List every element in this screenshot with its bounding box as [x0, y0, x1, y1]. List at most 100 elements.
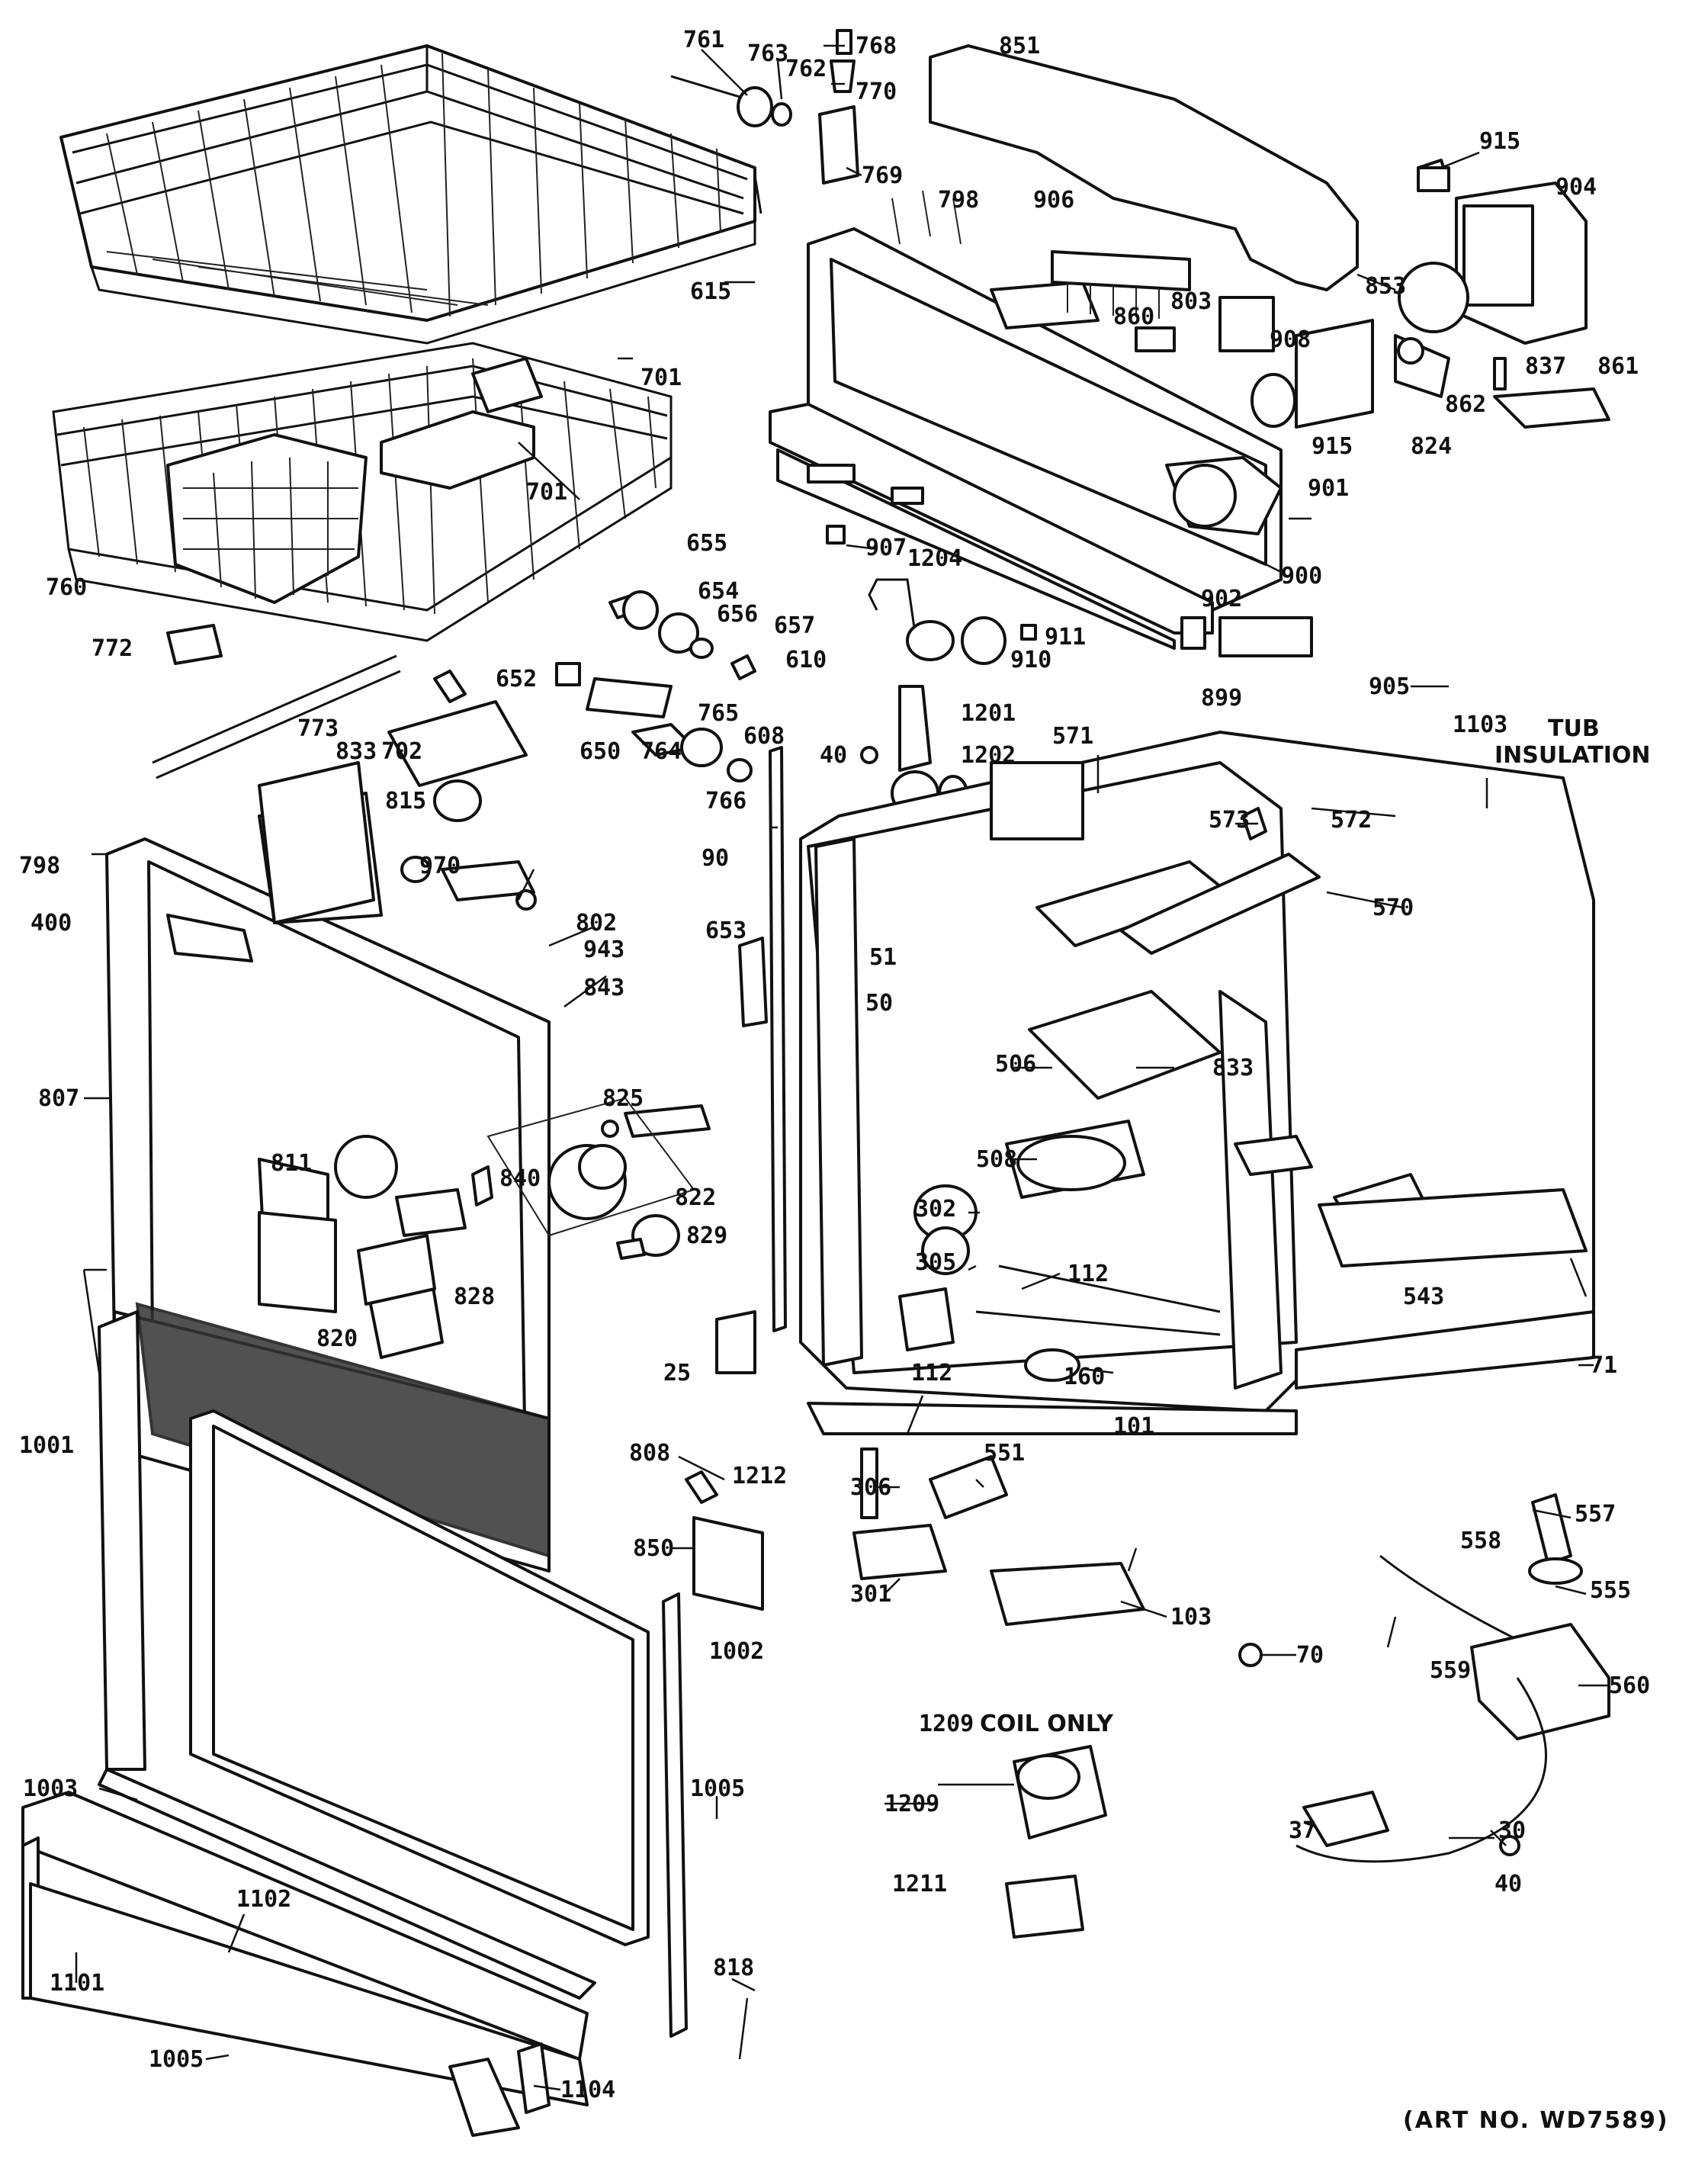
label-1209a: 1209 — [919, 1711, 974, 1737]
label-655: 655 — [686, 530, 727, 557]
label-1003: 1003 — [23, 1775, 78, 1802]
label-558: 558 — [1460, 1528, 1501, 1554]
label-915a: 915 — [1479, 128, 1520, 155]
label-1005a: 1005 — [690, 1775, 745, 1802]
label-608: 608 — [743, 723, 785, 750]
label-37: 37 — [1289, 1817, 1316, 1844]
label-900: 900 — [1281, 563, 1322, 590]
label-570: 570 — [1372, 895, 1414, 921]
label-506: 506 — [995, 1051, 1036, 1078]
corner-bracket — [715, 1310, 756, 1374]
label-761: 761 — [683, 27, 724, 53]
label-862: 862 — [1445, 391, 1486, 418]
control-panel — [769, 166, 1450, 657]
side-seal-strip — [769, 746, 787, 1332]
label-1001: 1001 — [19, 1432, 74, 1459]
label-851: 851 — [999, 33, 1040, 59]
label-301: 301 — [850, 1581, 891, 1608]
label-861: 861 — [1597, 353, 1639, 380]
label-915b: 915 — [1312, 433, 1353, 460]
label-160: 160 — [1064, 1364, 1105, 1390]
label-112a: 112 — [1068, 1261, 1109, 1287]
door-latch — [400, 856, 537, 911]
label-656: 656 — [717, 601, 758, 628]
label-902: 902 — [1201, 586, 1242, 612]
label-653: 653 — [705, 917, 746, 944]
upper-rack — [59, 44, 762, 345]
leader-lines — [75, 44, 1609, 2091]
label-825: 825 — [602, 1085, 644, 1112]
label-25: 25 — [663, 1360, 691, 1386]
label-802: 802 — [576, 910, 617, 937]
label-798b: 798 — [19, 853, 60, 879]
label-551: 551 — [984, 1440, 1025, 1467]
label-765: 765 — [698, 700, 739, 727]
label-508: 508 — [976, 1146, 1017, 1173]
label-770: 770 — [856, 79, 897, 105]
label-654: 654 — [698, 578, 739, 605]
tub-assembly — [799, 731, 1595, 1435]
label-555: 555 — [1590, 1577, 1631, 1604]
label-766: 766 — [705, 788, 746, 814]
label-543: 543 — [1403, 1284, 1444, 1310]
label-1204: 1204 — [907, 545, 962, 572]
label-650: 650 — [580, 738, 621, 765]
label-112b: 112 — [911, 1360, 952, 1386]
label-305: 305 — [915, 1249, 956, 1276]
label-910: 910 — [1010, 647, 1051, 673]
label-1104: 1104 — [560, 2077, 615, 2103]
label-820: 820 — [316, 1325, 358, 1352]
label-850: 850 — [633, 1535, 674, 1562]
tub-insulation-note-line1: TUB — [1548, 715, 1600, 742]
vent-grille — [258, 761, 375, 924]
label-818: 818 — [713, 1955, 754, 1981]
label-899: 899 — [1201, 685, 1242, 712]
label-833b: 833 — [1212, 1055, 1254, 1081]
label-70: 70 — [1296, 1642, 1324, 1669]
label-1209b: 1209 — [884, 1791, 939, 1817]
label-101: 101 — [1113, 1413, 1154, 1440]
label-853: 853 — [1365, 273, 1406, 300]
label-702: 702 — [381, 738, 422, 765]
label-30: 30 — [1498, 1817, 1526, 1844]
label-50: 50 — [865, 990, 893, 1017]
spray-arm-parts — [860, 578, 1037, 816]
label-773: 773 — [297, 715, 339, 742]
label-943: 943 — [583, 937, 624, 963]
wash-parts — [152, 590, 756, 822]
label-772: 772 — [92, 635, 133, 662]
label-905: 905 — [1369, 673, 1410, 700]
label-1211: 1211 — [892, 1871, 947, 1897]
label-803: 803 — [1170, 288, 1212, 315]
label-908: 908 — [1270, 326, 1311, 353]
label-798a: 798 — [938, 187, 979, 214]
label-573: 573 — [1209, 807, 1250, 834]
label-1201: 1201 — [961, 700, 1016, 727]
part-labels: 761 763 762 768 770 769 851 915 904 615 … — [19, 27, 1668, 2134]
label-560: 560 — [1609, 1672, 1650, 1699]
label-559: 559 — [1430, 1657, 1471, 1684]
label-701b: 701 — [526, 479, 567, 506]
label-829: 829 — [686, 1223, 727, 1249]
label-762: 762 — [785, 56, 827, 82]
under-tub-parts — [685, 1447, 1610, 1863]
label-822: 822 — [675, 1184, 716, 1211]
lower-rack — [52, 342, 673, 642]
label-1202: 1202 — [961, 742, 1016, 769]
label-808: 808 — [629, 1440, 670, 1467]
label-807: 807 — [38, 1085, 79, 1112]
label-833a: 833 — [336, 738, 377, 765]
label-840: 840 — [499, 1165, 541, 1192]
label-1102: 1102 — [236, 1886, 291, 1913]
tub-insulation-note-line2: INSULATION — [1494, 742, 1650, 769]
label-652: 652 — [496, 666, 537, 692]
label-40b: 40 — [1494, 1871, 1522, 1897]
label-769: 769 — [862, 162, 903, 189]
water-valve — [1005, 1745, 1107, 1939]
label-71: 71 — [1590, 1352, 1617, 1379]
label-828: 828 — [454, 1284, 495, 1310]
label-557: 557 — [1575, 1501, 1616, 1528]
label-907: 907 — [865, 535, 907, 561]
hinge-bracket — [738, 937, 768, 1027]
